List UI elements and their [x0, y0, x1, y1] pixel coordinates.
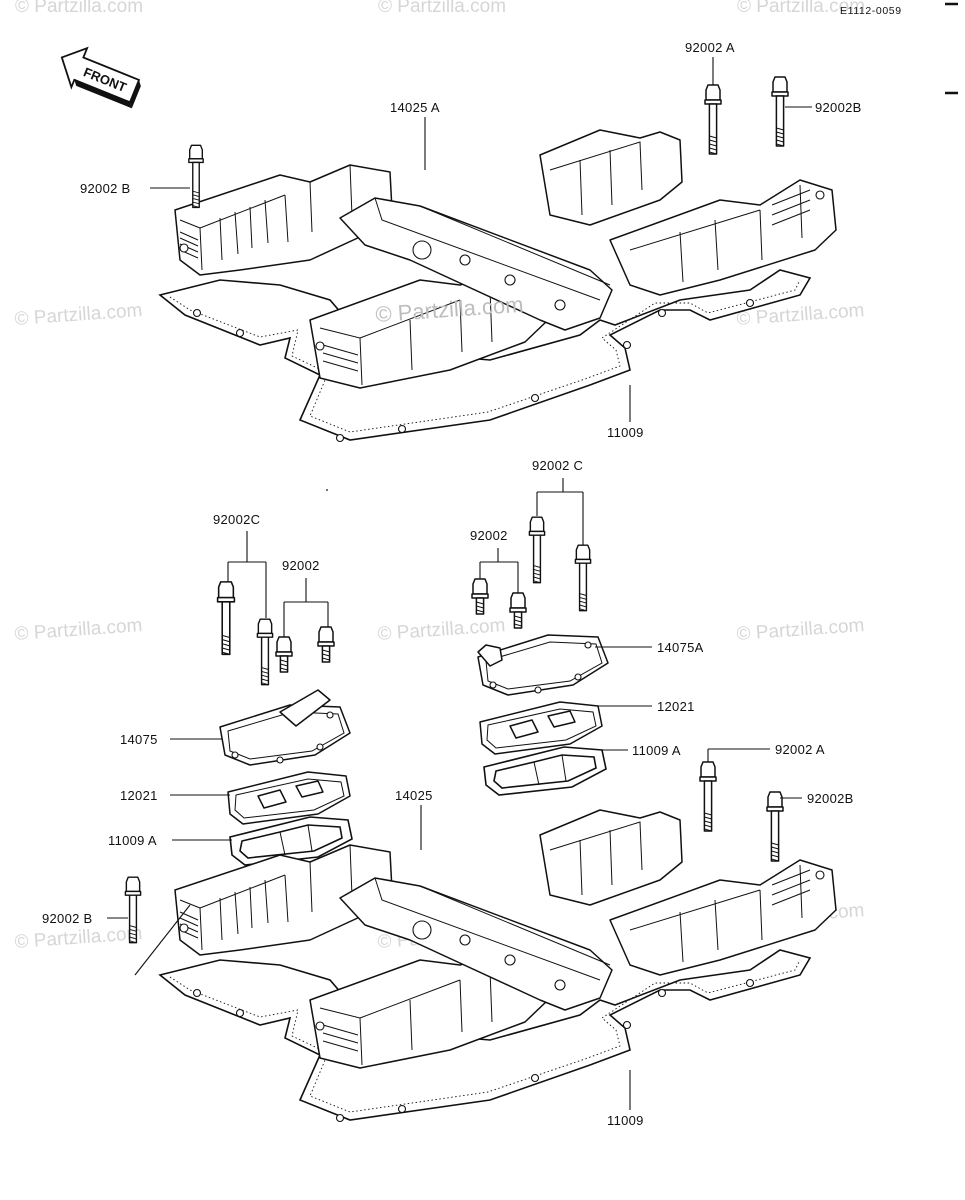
bolt-92002b-top-right — [771, 76, 789, 147]
watermark-text: © Partzilla.com — [736, 615, 865, 645]
label-92002-left: 92002 — [282, 558, 320, 573]
label-14075a: 14075A — [657, 640, 704, 655]
watermark-text: © Partzilla.com — [736, 300, 865, 330]
bolt-92002a-bottom — [699, 761, 717, 832]
label-11009a-left: 11009 A — [108, 833, 157, 848]
label-92002b-top-left: 92002 B — [80, 181, 131, 196]
label-11009-top: 11009 — [607, 425, 644, 440]
watermark-text: © Partzilla.com — [14, 615, 143, 645]
bottom-labels: 14025 92002 A 92002B 92002 B 11009 — [42, 742, 854, 1128]
bolt-92002b-top-left — [188, 144, 204, 209]
watermark-layer: © Partzilla.com © Partzilla.com © Partzi… — [14, 0, 865, 953]
stray-dot — [326, 489, 328, 491]
right-set-labels: 92002 C 92002 14075A 12021 11009 A — [470, 458, 704, 758]
top-cam-cover-assembly: © Partzilla.com — [159, 76, 837, 443]
watermark-text: © Partzilla.com — [737, 0, 865, 17]
label-92002b-bottom-right: 92002B — [807, 791, 854, 806]
label-92002a-bottom: 92002 A — [775, 742, 825, 757]
label-92002-right: 92002 — [470, 528, 508, 543]
watermark-text: © Partzilla.com — [377, 615, 506, 645]
label-11009a-right: 11009 A — [632, 743, 681, 758]
right-breather-set — [471, 516, 609, 796]
label-92002a-top: 92002 A — [685, 40, 735, 55]
label-12021-left: 12021 — [120, 788, 158, 803]
watermark-text: © Partzilla.com — [378, 0, 506, 17]
label-12021-right: 12021 — [657, 699, 695, 714]
bolt-92002a-top — [704, 84, 722, 155]
label-14075: 14075 — [120, 732, 158, 747]
label-92002c-left: 92002C — [213, 512, 260, 527]
left-set-labels: 92002C 92002 14075 12021 11009 A — [108, 512, 329, 848]
bolt-92002b-bottom-right — [766, 791, 784, 862]
label-92002c-right: 92002 C — [532, 458, 583, 473]
bottom-cam-cover-assembly — [124, 761, 837, 1123]
front-arrow-icon: FRONT — [60, 46, 141, 109]
watermark-text: © Partzilla.com — [14, 923, 143, 953]
label-14025: 14025 — [395, 788, 433, 803]
top-labels: 14025 A 92002 A 92002B 92002 B 11009 — [80, 40, 862, 440]
watermark-text: © Partzilla.com — [15, 0, 143, 17]
label-14025a: 14025 A — [390, 100, 440, 115]
diagram-code: E1112-0059 — [840, 5, 902, 17]
left-breather-set — [216, 581, 353, 866]
watermark-text: © Partzilla.com — [14, 300, 143, 330]
label-92002b-top-right: 92002B — [815, 100, 862, 115]
label-11009-bottom: 11009 — [607, 1113, 644, 1128]
label-92002b-bottom-left: 92002 B — [42, 911, 93, 926]
